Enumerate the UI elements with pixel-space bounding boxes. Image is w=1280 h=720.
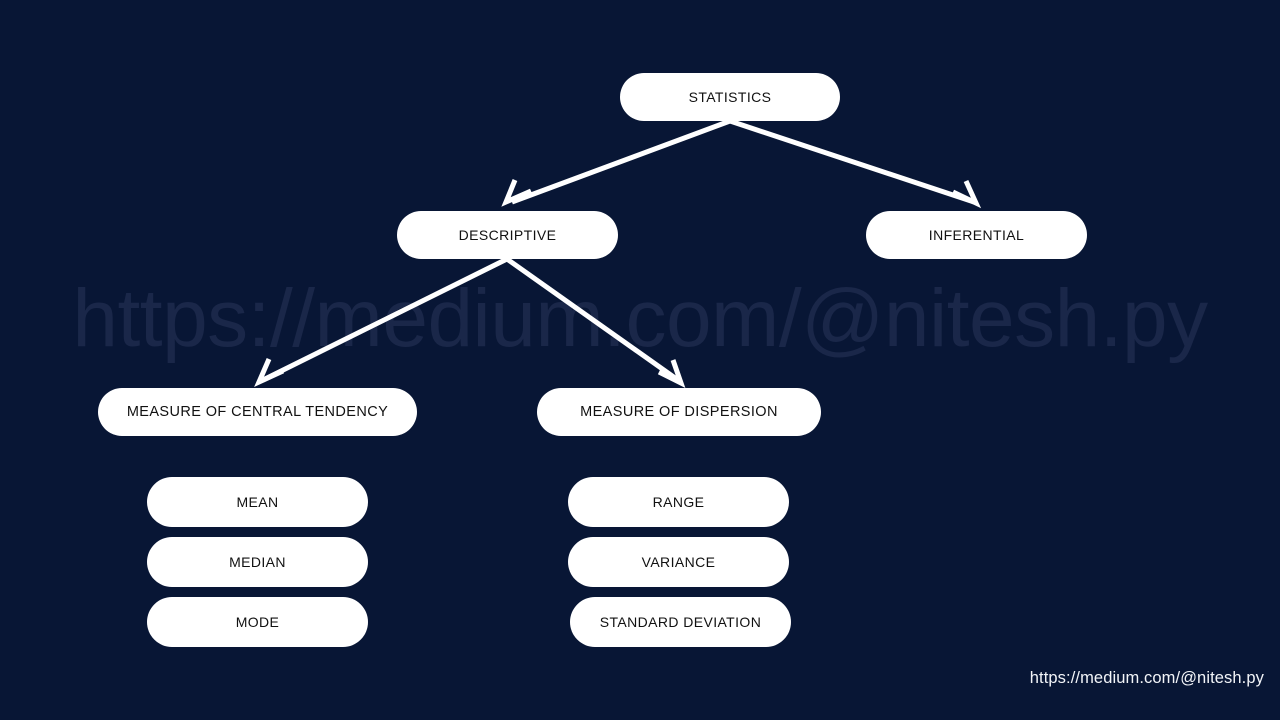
- arrowhead-descriptive: [501, 179, 533, 207]
- node-median-label: MEDIAN: [229, 554, 286, 570]
- node-mean-label: MEAN: [236, 494, 279, 510]
- node-measure-of-central-tendency-label: MEASURE OF CENTRAL TENDENCY: [126, 403, 389, 420]
- node-mode-label: MODE: [235, 614, 280, 630]
- node-standard-deviation-label: STANDARD DEVIATION: [599, 614, 762, 630]
- node-measure-of-central-tendency[interactable]: MEASURE OF CENTRAL TENDENCY: [98, 388, 417, 436]
- node-measure-of-dispersion[interactable]: MEASURE OF DISPERSION: [537, 388, 821, 436]
- node-descriptive-label: DESCRIPTIVE: [458, 227, 557, 243]
- watermark-text: https://medium.com/@nitesh.py: [72, 273, 1208, 364]
- arrowhead-inferential: [951, 179, 982, 209]
- node-statistics[interactable]: STATISTICS: [620, 73, 840, 121]
- node-variance[interactable]: VARIANCE: [568, 537, 789, 587]
- credit-link[interactable]: https://medium.com/@nitesh.py: [1029, 669, 1264, 687]
- node-mean[interactable]: MEAN: [147, 477, 368, 527]
- node-mode[interactable]: MODE: [147, 597, 368, 647]
- node-inferential-label: INFERENTIAL: [928, 227, 1025, 243]
- edge-statistics-to-descriptive: [511, 118, 731, 205]
- node-median[interactable]: MEDIAN: [147, 537, 368, 587]
- node-inferential[interactable]: INFERENTIAL: [866, 211, 1087, 259]
- edge-statistics-to-inferential: [729, 118, 975, 205]
- node-measure-of-dispersion-label: MEASURE OF DISPERSION: [580, 403, 778, 420]
- node-statistics-label: STATISTICS: [688, 89, 772, 105]
- node-standard-deviation[interactable]: STANDARD DEVIATION: [570, 597, 791, 647]
- node-range-label: RANGE: [652, 494, 705, 510]
- node-range[interactable]: RANGE: [568, 477, 789, 527]
- node-descriptive[interactable]: DESCRIPTIVE: [397, 211, 618, 259]
- node-variance-label: VARIANCE: [641, 554, 716, 570]
